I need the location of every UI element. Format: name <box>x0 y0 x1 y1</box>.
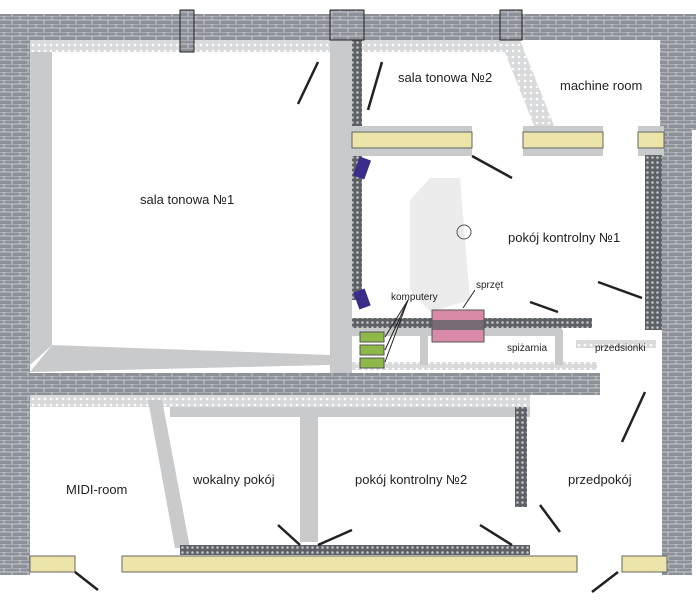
control-desk <box>410 178 472 312</box>
room-label-sala-tonowa-1: sala tonowa №1 <box>140 192 235 207</box>
annotation-komputery: komputery <box>391 292 438 303</box>
equipment-rack <box>431 289 485 343</box>
monitors <box>352 156 372 310</box>
room-label-machine-room: machine room <box>560 78 643 93</box>
door-swings <box>74 61 647 593</box>
outer-walls <box>0 14 696 600</box>
room-label-midi-room: MIDI-room <box>66 482 128 497</box>
room-label-przedsionki: przedsionki <box>595 343 646 354</box>
room-label-wokalny-pokoj: wokalny pokój <box>193 472 275 487</box>
pillars <box>179 9 523 53</box>
room-label-sala-tonowa-2: sala tonowa №2 <box>398 70 493 85</box>
room-label-spizarnia: spiżarnia <box>507 343 548 354</box>
room-label-przedpokoj: przedpokój <box>568 472 632 487</box>
annotation-sprzet: sprzęt <box>476 280 504 291</box>
room-label-pokoj-kontrolny-2: pokój kontrolny №2 <box>355 472 468 487</box>
room-label-pokoj-kontrolny-1: pokój kontrolny №1 <box>508 230 621 245</box>
computers <box>359 299 409 369</box>
